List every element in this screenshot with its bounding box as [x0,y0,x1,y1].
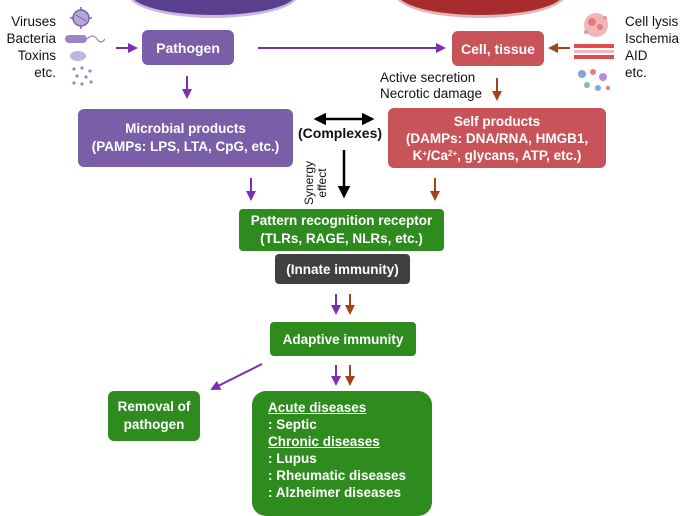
cell-particles-icon [578,69,610,91]
source-bacteria: Bacteria [6,31,56,46]
source-viruses: Viruses [11,14,56,29]
pathogen-sources-label: Viruses Bacteria Toxins etc. [4,13,56,81]
prr-title: Pattern recognition receptor [250,213,433,228]
removal-line1: Removal of [117,399,191,414]
innate-immunity-label: (Innate immunity) [286,261,399,277]
bacteria-small-icon [70,51,86,61]
source-etc: etc. [625,65,647,80]
source-aid: AID [625,48,648,63]
source-cell-lysis: Cell lysis [625,14,679,29]
active-secretion-label: Active secretion [380,70,476,85]
chronic-diseases-heading: Chronic diseases [268,434,380,449]
arrows-layer [116,43,570,390]
acute-item-septic: : Septic [268,417,317,432]
chronic-item-alzheimer: : Alzheimer diseases [268,485,402,500]
tissue-layers-icon [574,44,614,59]
microbial-products-box: Microbial products (PAMPs: LPS, LTA, CpG… [78,109,293,167]
necrotic-damage-label: Necrotic damage [380,86,483,101]
source-toxins: Toxins [17,48,56,63]
cell-tissue-box: Cell, tissue [452,31,544,66]
toxin-dots-icon [72,66,93,86]
pattern-recognition-receptor-box: Pattern recognition receptor (TLRs, RAGE… [239,209,444,251]
source-ischemia: Ischemia [625,31,680,46]
removal-of-pathogen-box: Removal of pathogen [108,391,200,441]
acute-diseases-heading: Acute diseases [268,400,367,415]
arrow-adaptive-to-removal [210,363,263,390]
pathogen-box: Pathogen [142,30,234,65]
damps-detail-line1: (DAMPs: DNA/RNA, HMGB1, [405,130,589,146]
adaptive-immunity-box: Adaptive immunity [270,322,416,356]
cell-tissue-label: Cell, tissue [461,40,535,57]
damps-detail-line2: K+/Ca2+, glycans, ATP, etc.) [412,147,582,163]
complexes-label: (Complexes) [298,125,383,141]
pathogen-label: Pathogen [156,39,220,56]
self-products-box: Self products (DAMPs: DNA/RNA, HMGB1, K+… [388,108,606,168]
removal-line2: pathogen [123,417,185,432]
bacteria-icon [65,35,105,43]
pamps-detail: (PAMPs: LPS, LTA, CpG, etc.) [91,139,280,154]
chronic-item-rheumatic: : Rheumatic diseases [268,468,407,483]
chronic-item-lupus: : Lupus [268,451,317,466]
microbial-products-title: Microbial products [125,121,246,136]
release-mechanism-label: Active secretion Necrotic damage [380,70,482,102]
diseases-box: Acute diseases : Septic Chronic diseases… [252,391,432,516]
damage-sources-label: Cell lysis Ischemia AID etc. [625,13,679,81]
virus-icon [70,7,92,29]
prr-detail: (TLRs, RAGE, NLRs, etc.) [260,231,423,246]
blood-cells-icon [584,13,608,37]
innate-immunity-box: (Innate immunity) [275,254,410,284]
adaptive-immunity-label: Adaptive immunity [282,331,404,347]
source-etc: etc. [34,65,56,80]
self-products-title: Self products [453,113,541,129]
